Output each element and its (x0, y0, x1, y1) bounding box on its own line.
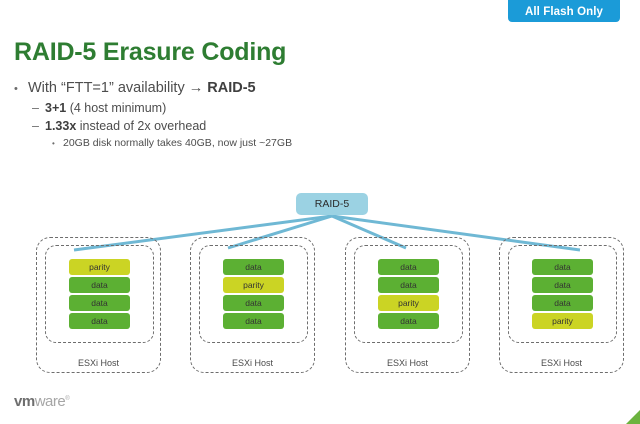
disk-group-1: parity data data data (45, 245, 154, 343)
esxi-host-label: ESXi Host (231, 358, 273, 368)
all-flash-only-badge-label: All Flash Only (524, 6, 604, 18)
vmware-logo-secondary: ware (34, 393, 66, 410)
bullet-text: 3+1 (4 host minimum) (45, 101, 444, 115)
disk-block: data (223, 295, 284, 311)
vmware-logo-trademark: ® (65, 396, 70, 402)
bullet-text-emphasis: 3+1 (45, 101, 67, 115)
disk-block: parity (69, 259, 130, 275)
disk-group-4: data data data parity (508, 245, 617, 343)
disk-block: data (69, 277, 130, 293)
esxi-host-label: ESXi Host (540, 358, 582, 368)
connector-line-host-2 (227, 214, 333, 250)
bullet-text: 1.33x instead of 2x overhead (45, 119, 444, 133)
vmware-logo-primary: vm (14, 393, 35, 410)
connector-line-host-4 (331, 214, 581, 252)
raid5-node: RAID-5 (296, 193, 368, 215)
raid5-topology-diagram: RAID-5 parity data data data ESXi Host d… (0, 180, 640, 390)
connector-line-host-1 (73, 214, 333, 252)
bullet-list: • With “FTT=1” availability → RAID-5 – 3… (14, 80, 444, 152)
disk-block: data (378, 259, 439, 275)
disk-block: data (532, 259, 593, 275)
bullet-marker: – (32, 101, 39, 115)
esxi-host-2: data parity data data ESXi Host (190, 237, 315, 373)
disk-block: data (223, 259, 284, 275)
bullet-item-availability: • With “FTT=1” availability → RAID-5 (14, 80, 444, 96)
esxi-host-4: data data data parity ESXi Host (499, 237, 624, 373)
disk-block: data (69, 313, 130, 329)
bullet-item-host-minimum: – 3+1 (4 host minimum) (32, 101, 444, 115)
disk-block: parity (223, 277, 284, 293)
bullet-text-emphasis: 1.33x (45, 119, 77, 133)
esxi-host-label: ESXi Host (386, 358, 428, 368)
disk-block: data (532, 295, 593, 311)
disk-block: parity (532, 313, 593, 329)
disk-block: parity (378, 295, 439, 311)
bullet-text-tail: (4 host minimum) (66, 101, 167, 115)
esxi-host-label: ESXi Host (77, 358, 119, 368)
esxi-host-1: parity data data data ESXi Host (36, 237, 161, 373)
disk-block: data (378, 313, 439, 329)
connector-line-host-3 (331, 214, 407, 250)
bullet-marker: • (52, 139, 55, 148)
bullet-text-lead: With “FTT=1” availability → (28, 80, 208, 96)
bullet-text: 20GB disk normally takes 40GB, now just … (63, 137, 293, 149)
esxi-host-3: data data parity data ESXi Host (345, 237, 470, 373)
disk-block: data (532, 277, 593, 293)
bullet-marker: • (14, 83, 18, 95)
bullet-item-capacity-example: • 20GB disk normally takes 40GB, now jus… (52, 137, 444, 149)
connector-lines (73, 214, 581, 252)
disk-group-3: data data parity data (354, 245, 463, 343)
bullet-text-tail: instead of 2x overhead (76, 119, 207, 133)
disk-block: data (378, 277, 439, 293)
corner-accent-triangle (626, 410, 640, 424)
vmware-logo: vmware® (14, 393, 70, 410)
disk-group-2: data parity data data (199, 245, 308, 343)
bullet-text-emphasis: RAID-5 (207, 80, 256, 96)
bullet-marker: – (32, 119, 39, 133)
all-flash-only-badge: All Flash Only (508, 0, 620, 22)
page-title: RAID-5 Erasure Coding (14, 38, 287, 66)
disk-block: data (223, 313, 284, 329)
bullet-text: With “FTT=1” availability → RAID-5 (28, 80, 444, 96)
disk-block: data (69, 295, 130, 311)
bullet-item-overhead: – 1.33x instead of 2x overhead (32, 119, 444, 133)
raid5-node-label: RAID-5 (314, 198, 350, 210)
